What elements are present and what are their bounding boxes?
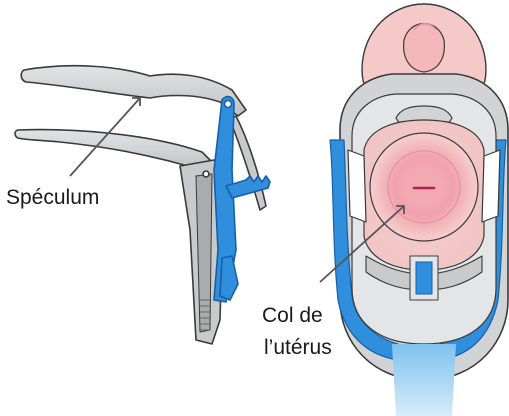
blue-lever-pivot	[225, 101, 232, 108]
front-view	[330, 4, 508, 416]
blue-stem	[392, 344, 456, 416]
label-speculum: Spéculum	[6, 186, 99, 209]
upper-blade	[21, 66, 246, 116]
label-cervix-line1: Col de	[262, 304, 323, 327]
flange-right	[482, 150, 500, 222]
labia-fold	[404, 24, 445, 73]
blue-latch	[220, 256, 238, 300]
flange-left	[348, 150, 366, 222]
blue-spout-inner	[416, 262, 432, 294]
pivot-screw	[203, 171, 209, 177]
label-cervix-line2: l’utérus	[264, 336, 332, 359]
